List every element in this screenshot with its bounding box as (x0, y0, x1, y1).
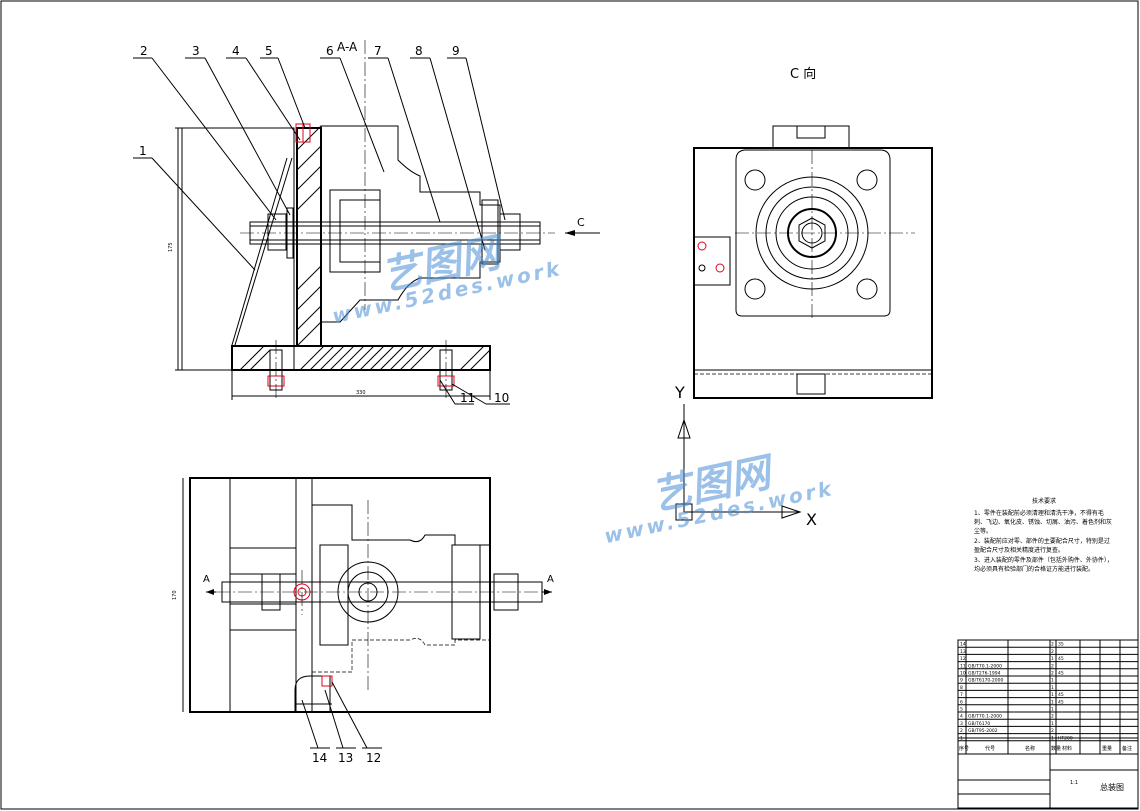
balloon-leaders (133, 57, 510, 405)
bom-cell-no: 13 (960, 649, 966, 655)
balloon-9: 9 (452, 44, 460, 58)
axis-y-label: Y (674, 383, 685, 402)
balloon-7: 7 (374, 44, 382, 58)
bom-cell-qty: 1 (1051, 685, 1054, 691)
ucs-icon (675, 404, 802, 521)
bom-cell-no: 12 (960, 656, 966, 662)
bom-cell-no: 11 (960, 663, 966, 669)
bom-cell-qty: 2 (1051, 642, 1054, 648)
bom-cell-mat: 45 (1058, 671, 1064, 677)
view-c-title: C 向 (790, 66, 816, 82)
section-c-letter: C (577, 216, 585, 229)
dim-width: 330 (356, 390, 366, 396)
section-a-right: A (547, 574, 554, 585)
balloon-6: 6 (326, 44, 334, 58)
tech-note-1: 1、零件在装配前必须清理和清洗干净，不得有毛刺、飞边、氧化皮、锈蚀、切屑、油污、… (974, 510, 1113, 535)
balloon-12: 12 (366, 751, 381, 765)
bom-cell-qty: 2 (1051, 671, 1054, 677)
bom-cell-no: 9 (960, 678, 963, 684)
bom-cell-qty: 2 (1051, 728, 1054, 734)
bom-cell-qty: 1 (1051, 678, 1054, 684)
balloon-5: 5 (265, 44, 273, 58)
balloon-10: 10 (494, 391, 509, 405)
bom-header-cell: 备注 (1122, 745, 1132, 752)
bom-cell-mat: 45 (1058, 699, 1064, 705)
balloon-4: 4 (232, 44, 240, 58)
bom-cell-code: GB/T70.1-2000 (968, 714, 1002, 720)
balloon-3: 3 (192, 44, 200, 58)
bom-cell-no: 4 (960, 714, 963, 720)
balloon-1: 1 (139, 144, 147, 158)
balloon-14: 14 (312, 751, 327, 765)
tech-note-3: 3、进入装配的零件及部件（包括外购件、外协件），均必须具有检验部门的合格证方能进… (974, 557, 1113, 573)
balloon-8: 8 (415, 44, 423, 58)
bom-cell-qty: 1 (1051, 735, 1054, 741)
axis-x-label: X (806, 510, 817, 529)
bom-cell-mat: 35 (1058, 642, 1064, 648)
bom-cell-qty: 1 (1051, 699, 1054, 705)
drawing-scale: 1:1 (1070, 780, 1078, 786)
tech-notes-title: 技术要求 (1031, 498, 1056, 505)
bom-cell-mat: 45 (1058, 656, 1064, 662)
drawing-name: 总装图 (1100, 782, 1124, 792)
bom-header-cell: 序号 (959, 745, 969, 752)
bom-cell-no: 2 (960, 728, 963, 734)
bom-cell-qty: 1 (1051, 707, 1054, 713)
bom-header-cell: 材料 (1062, 745, 1072, 752)
bom-cell-qty: 1 (1051, 656, 1054, 662)
section-title: A-A (337, 40, 358, 54)
bom-header: 序号 代号 名称 数量材料 重量 备注 (959, 745, 1132, 752)
bom-cell-code: GB/T6170-2000 (968, 678, 1004, 684)
dim-height: 175 (168, 242, 174, 252)
bom-header-cell: 重量 (1102, 745, 1112, 752)
balloon-2: 2 (140, 44, 148, 58)
bom-cell-no: 10 (960, 671, 966, 677)
bom-table (957, 639, 1139, 809)
bom-cell-no: 1 (960, 735, 963, 741)
bom-header-cell: 数量 (1051, 745, 1061, 752)
section-a-a-view (175, 40, 600, 400)
plan-leaders (301, 681, 382, 749)
bom-cell-code: GB/T6170 (968, 721, 990, 727)
bom-header-cell: 代号 (985, 745, 995, 752)
view-c (693, 125, 933, 399)
bom-cell-no: 14 (960, 642, 966, 648)
dim-plan-height: 170 (172, 590, 178, 600)
bom-cell-code: GB/T276-1994 (968, 671, 1001, 677)
balloon-11: 11 (460, 391, 475, 405)
bom-cell-no: 3 (960, 721, 963, 727)
bom-cell-mat: HT200 (1058, 735, 1073, 741)
bom-cell-qty: 2 (1051, 649, 1054, 655)
bom-cell-code: GB/T95-2002 (968, 728, 998, 734)
bom-cell-no: 6 (960, 699, 963, 705)
tech-note-2: 2、装配前应对零、部件的主要配合尺寸，特别是过盈配合尺寸及相关精度进行复查。 (974, 538, 1110, 554)
section-a-left: A (203, 574, 210, 585)
bom-cell-no: 5 (960, 707, 963, 713)
technical-requirements: 技术要求 1、零件在装配前必须清理和清洗干净，不得有毛刺、飞边、氧化皮、锈蚀、切… (974, 497, 1114, 575)
bom-cell-qty: 2 (1051, 663, 1054, 669)
plan-view (182, 477, 552, 713)
bom-cell-mat: 45 (1058, 692, 1064, 698)
bom-cell-no: 8 (960, 685, 963, 691)
bom-cell-code: GB/T70.1-2000 (968, 663, 1002, 669)
balloon-13: 13 (338, 751, 353, 765)
bom-cell-no: 7 (960, 692, 963, 698)
bom-cell-qty: 1 (1051, 721, 1054, 727)
bom-cell-qty: 2 (1051, 714, 1054, 720)
bom-header-cell: 名称 (1025, 745, 1035, 752)
bom-cell-qty: 1 (1051, 692, 1054, 698)
